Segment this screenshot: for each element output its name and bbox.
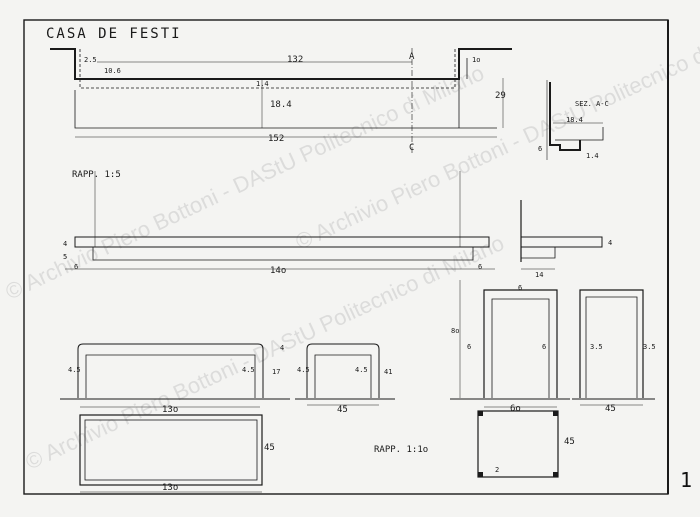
scale-label-1: RAPP. 1:5 (72, 170, 121, 180)
bench-side-view: 4.5 4.5 41 45 (295, 343, 395, 415)
shelf-dim-4: 4 (63, 240, 67, 248)
frame-side-inner (585, 296, 638, 398)
bench-front-inner (85, 354, 256, 398)
frame-side-dim-3-5-l: 3.5 (590, 343, 603, 351)
frame-side-dim-3-5-r: 3.5 (643, 343, 656, 351)
frame-front-dim-6-l: 6 (467, 343, 471, 351)
dim-2-5: 2.5 (84, 56, 97, 64)
shelf-front-board (74, 236, 490, 248)
section-mark-c: C (409, 143, 414, 153)
bench-front-dim-4: 4 (280, 344, 284, 352)
shelf-side-dim-4: 4 (608, 239, 612, 247)
bench-side-outline (306, 343, 380, 398)
bench-front-view: 4.5 4.5 4 17 13o (60, 343, 290, 415)
sheet-number: 1 (680, 468, 692, 492)
bench-front-dim-4-5-l: 4.5 (68, 366, 81, 374)
section-dim-1-4: 1.4 (586, 152, 599, 160)
bench-front-dim-17: 17 (272, 368, 280, 376)
bench-side-dim-4-5-r: 4.5 (355, 366, 368, 374)
bench-side-dim-41: 41 (384, 368, 392, 376)
frame-front-inner (491, 298, 550, 398)
dim-1-4: 1.4 (256, 80, 269, 88)
frame-front-dim-6-r: 6 (542, 343, 546, 351)
shelf-front-view: 4 5 6 14o 6 (63, 171, 495, 276)
bench-front-dim-130: 13o (162, 405, 178, 415)
bench-plan-dim-45: 45 (264, 443, 275, 453)
frame-post-bl (478, 472, 483, 477)
bench-plan-dim-130: 13o (162, 483, 178, 493)
frame-front-dim-60: 6o (510, 404, 521, 414)
frame-side-view: 3.5 3.5 45 (572, 289, 656, 414)
section-shelf (555, 127, 604, 141)
shelf-front-rail (92, 247, 474, 261)
shelf-dim-6-right: 6 (478, 263, 482, 271)
section-dim-6: 6 (538, 145, 542, 153)
dim-132: 132 (287, 55, 303, 65)
tray-back-edge (74, 90, 497, 129)
shelf-side-dim-14: 14 (535, 271, 543, 279)
bench-side-inner (314, 354, 372, 398)
shelf-dim-140: 14o (270, 266, 286, 276)
section-title: SEZ. A-C (575, 100, 609, 108)
shelf-side-rail (520, 247, 556, 259)
shelf-side-board (520, 236, 603, 248)
dim-18-4: 18.4 (270, 100, 292, 110)
dim-152: 152 (268, 134, 284, 144)
bench-plan-inner (84, 419, 258, 481)
frame-plan-dim-45: 45 (564, 437, 575, 447)
frame-post-tr (553, 411, 558, 416)
frame-front-outer (483, 289, 558, 398)
section-dim-18-4: 18.4 (566, 116, 583, 124)
section-mark-a: A (409, 52, 415, 62)
shelf-side-view: 4 14 (520, 200, 612, 279)
frame-post-tl (478, 411, 483, 416)
bench-front-outline (77, 343, 264, 398)
dim-1-0: 1o (472, 56, 480, 64)
scale-label-2: RAPP. 1:1o (374, 445, 428, 455)
bench-plan-outer (79, 414, 263, 486)
frame-plan-view: 45 2 (477, 410, 575, 478)
bench-plan-view: 45 13o (79, 414, 275, 493)
frame-front-dim-6-top: 6 (518, 284, 522, 292)
dim-10-6: 10.6 (104, 67, 121, 75)
frame-plan-dim-2: 2 (495, 466, 499, 474)
drawing-title: CASA DE FESTI (46, 26, 182, 42)
frame-plan-outline (477, 410, 559, 478)
bench-side-dim-45: 45 (337, 405, 348, 415)
frame-side-dim-45: 45 (605, 404, 616, 414)
tray-hidden-edge (79, 49, 456, 89)
frame-post-br (553, 472, 558, 477)
frame-side-outer (579, 289, 644, 398)
frame-front-dim-80: 8o (451, 327, 459, 335)
section-ac-view: SEZ. A-C 18.4 6 1.4 (538, 80, 609, 160)
section-profile (549, 82, 581, 151)
watermark-text-2: © Archivio Piero Bottoni - DAStU Politec… (22, 230, 508, 474)
top-plan-view: 132 2.5 10.6 1o 18.4 1.4 29 152 A C (50, 48, 512, 155)
frame-front-view: 6 8o 6 6 6o (450, 280, 570, 414)
bench-side-dim-4-5-l: 4.5 (297, 366, 310, 374)
dim-29: 29 (495, 91, 506, 101)
shelf-dim-5: 5 (63, 253, 67, 261)
tray-outer-edge (50, 48, 512, 80)
shelf-dim-6-left: 6 (74, 263, 78, 271)
bench-front-dim-4-5-r: 4.5 (242, 366, 255, 374)
